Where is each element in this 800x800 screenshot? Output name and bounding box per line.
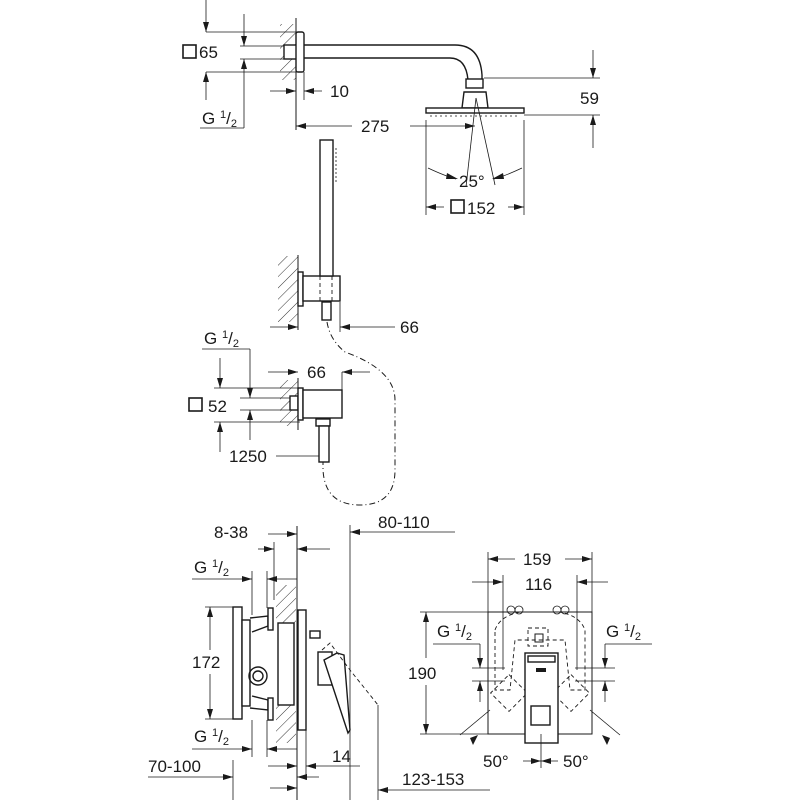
outlet-projection-label: 66 bbox=[307, 363, 326, 382]
lever-handle bbox=[323, 652, 351, 735]
port-inner bbox=[252, 670, 264, 682]
square-symbol-icon bbox=[188, 397, 203, 412]
box-center-square bbox=[527, 627, 549, 647]
hose-path bbox=[322, 321, 396, 506]
screw-icon bbox=[560, 605, 570, 615]
hose-connector bbox=[321, 301, 332, 321]
outlet-thread-label: G 1/2 bbox=[204, 329, 239, 350]
lever-indicator bbox=[536, 668, 546, 672]
install-depth-label: 70-100 bbox=[148, 757, 201, 776]
lever-front bbox=[524, 652, 559, 744]
port-circle bbox=[248, 666, 268, 686]
holder-flange bbox=[297, 271, 304, 307]
lever-face bbox=[530, 705, 551, 726]
holder-body bbox=[302, 275, 341, 302]
plate-width-label: 159 bbox=[523, 550, 551, 569]
inner-width-label: 116 bbox=[525, 575, 552, 594]
valve-body bbox=[277, 622, 295, 706]
outlet-square-label: 52 bbox=[208, 397, 227, 416]
box-hidden-outline bbox=[494, 611, 586, 691]
wall-hatch bbox=[278, 256, 298, 322]
inlet-cap-bottom bbox=[267, 697, 274, 721]
shower-arm-bottom bbox=[304, 57, 469, 81]
hand-shower-group: 66 bbox=[270, 139, 419, 337]
arm-length-label: 275 bbox=[361, 117, 389, 136]
valve-front-view-group: 159 116 190 G 1/2 G 1/2 bbox=[408, 550, 652, 771]
inlet-fitting bbox=[283, 44, 298, 60]
holder-projection-label: 66 bbox=[400, 318, 419, 337]
plate-height-label: 190 bbox=[408, 664, 436, 683]
inlet-bottom bbox=[249, 695, 269, 711]
head-shower-group: 65 G 1/2 10 275 59 bbox=[182, 0, 600, 218]
box-frame bbox=[241, 619, 251, 707]
screw-icon bbox=[506, 605, 516, 615]
head-square-label: 152 bbox=[467, 199, 495, 218]
angle-left-label: 50° bbox=[483, 752, 509, 771]
square-symbol-icon bbox=[450, 199, 465, 214]
wall-depth-label: 8-38 bbox=[214, 523, 248, 542]
outlet-inlet bbox=[289, 395, 299, 411]
hand-shower bbox=[319, 139, 334, 277]
shower-arm-top bbox=[304, 44, 483, 80]
valve-side-view-group: 8-38 80-110 G 1/2 172 G 1/2 bbox=[148, 513, 490, 800]
arm-thread-label: G 1/2 bbox=[202, 109, 237, 130]
wall-outlet-group: 66 G 1/2 52 1250 bbox=[188, 329, 370, 466]
screw-icon bbox=[514, 605, 524, 615]
front-thread-right-label: G 1/2 bbox=[606, 622, 641, 643]
outlet-nut bbox=[315, 418, 331, 427]
square-symbol-icon bbox=[182, 44, 197, 59]
left-handle-hidden bbox=[489, 673, 529, 713]
arm-square-label: 65 bbox=[199, 43, 218, 62]
plate-thickness-label: 14 bbox=[332, 747, 351, 766]
wall-hatch bbox=[280, 380, 298, 426]
spray-angle-label: 25° bbox=[459, 172, 485, 191]
finish-depth-label: 80-110 bbox=[378, 513, 430, 532]
lever-alt-position bbox=[321, 642, 379, 706]
right-handle-hidden bbox=[551, 673, 591, 713]
screw-icon bbox=[552, 605, 562, 615]
front-thread-left-label: G 1/2 bbox=[437, 622, 472, 643]
box-back-plate bbox=[232, 606, 243, 720]
valve-thread-bottom-label: G 1/2 bbox=[194, 727, 229, 748]
valve-thread-top-label: G 1/2 bbox=[194, 558, 229, 579]
flange-offset-label: 10 bbox=[330, 82, 349, 101]
head-height-label: 59 bbox=[580, 89, 599, 108]
inlet-cap-top bbox=[267, 607, 274, 631]
arm-nut bbox=[465, 78, 484, 89]
lever-reach-label: 123-153 bbox=[402, 770, 464, 789]
hose-length-label: 1250 bbox=[229, 447, 267, 466]
lever-cap bbox=[527, 655, 556, 663]
inlet-top bbox=[249, 615, 269, 633]
inlet-spacing-label: 172 bbox=[192, 653, 220, 672]
box-center-inner bbox=[534, 633, 544, 643]
outlet-flange bbox=[297, 387, 304, 421]
cover-plate bbox=[297, 609, 307, 731]
outlet-body bbox=[302, 389, 343, 419]
wall-hatch-bottom bbox=[276, 703, 296, 743]
wall-hatch-top bbox=[276, 585, 296, 625]
wall-flange bbox=[295, 31, 305, 73]
angle-right-label: 50° bbox=[563, 752, 589, 771]
diverter-stem bbox=[309, 630, 321, 639]
hose-end bbox=[318, 425, 330, 463]
